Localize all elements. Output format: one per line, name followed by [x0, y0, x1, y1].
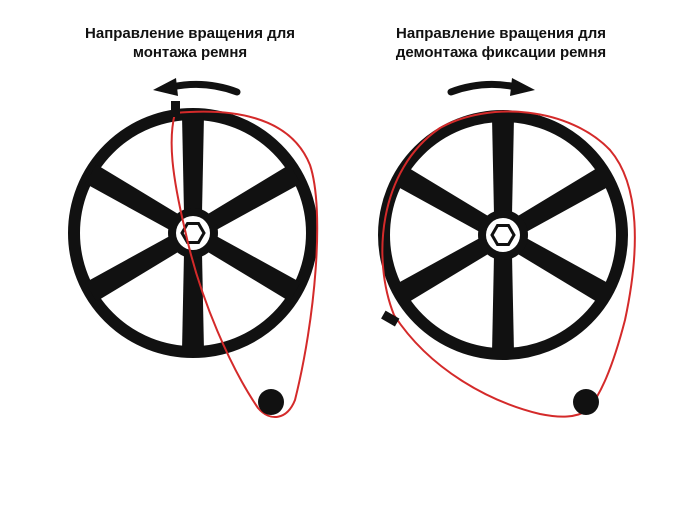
- motor-pulley-right: [573, 389, 599, 415]
- arrow-curved-right-icon: [447, 78, 535, 96]
- pulley-wheel-left: [74, 114, 312, 352]
- caption-dismounting: Направление вращения для демонтажа фикса…: [351, 24, 651, 62]
- belt-clamp-left: [171, 101, 180, 117]
- caption-mounting-line2: монтажа ремня: [132, 44, 248, 61]
- caption-mounting-line1: Направление вращения для: [85, 25, 295, 42]
- caption-mounting: Направление вращения для монтажа ремня: [40, 24, 340, 62]
- caption-dismounting-line1: Направление вращения для: [396, 25, 606, 42]
- motor-pulley-left: [258, 389, 284, 415]
- belt-left: [170, 110, 319, 418]
- arrow-curved-left-icon: [153, 78, 241, 96]
- pulley-wheel-right: [384, 116, 622, 354]
- belt-right: [381, 110, 636, 418]
- caption-dismounting-line2: демонтажа фиксации ремня: [395, 44, 607, 61]
- belt-clamp-right: [381, 310, 400, 327]
